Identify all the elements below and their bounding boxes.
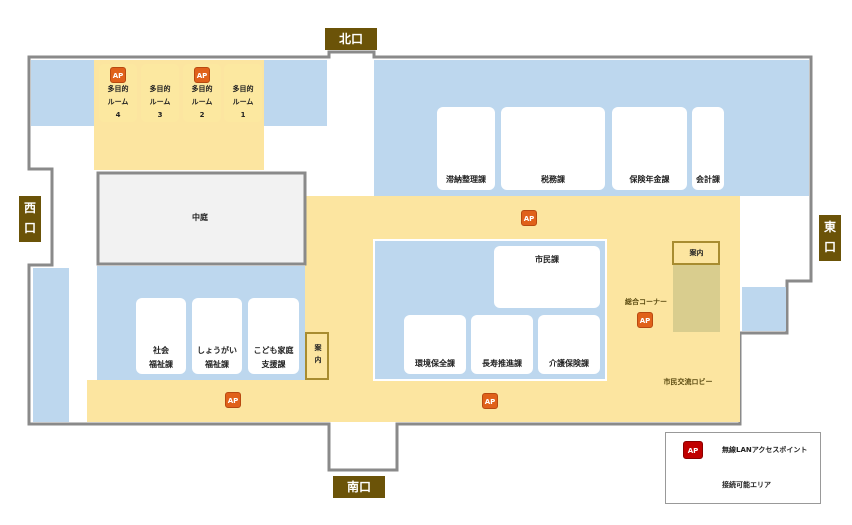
east-entrance-label: 東 口 xyxy=(819,215,841,261)
info-desk-right-label: 案内 xyxy=(689,249,704,257)
meeting-room-number: 1 xyxy=(240,111,246,119)
south-entrance-label: 南口 xyxy=(333,476,385,498)
room-label: 会計課 xyxy=(696,175,720,184)
ap-icon: AP xyxy=(521,210,537,226)
meeting-room-name: 多目的 xyxy=(191,85,213,93)
room-insurance-pension: 保険年金課 xyxy=(612,107,687,190)
meeting-room-type: ルーム xyxy=(107,98,129,106)
room-longevity: 長寿推進課 xyxy=(471,315,533,374)
room-child-family: こども家庭 支援課 xyxy=(248,298,299,374)
ap-icon: AP xyxy=(194,67,210,83)
ap-icon: AP xyxy=(225,392,241,408)
map-legend: AP 無線LANアクセスポイント 接続可能エリア xyxy=(665,432,821,504)
meeting-room-number: 2 xyxy=(199,111,205,119)
courtyard-label: 中庭 xyxy=(192,213,208,222)
room-label: 保険年金課 xyxy=(629,175,670,184)
room-label-line2: 福祉課 xyxy=(205,360,229,369)
courtyard-area xyxy=(96,171,307,266)
room-tax-arrears: 滞納整理課 xyxy=(437,107,495,190)
east-entrance-char1: 東 xyxy=(823,220,836,234)
room-label: 滞納整理課 xyxy=(446,175,486,184)
info-desk-left-char1: 案 xyxy=(314,344,322,352)
room-citizen: 市民課 xyxy=(494,246,600,308)
room-label-line1: 社会 xyxy=(153,346,169,355)
meeting-room-name: 多目的 xyxy=(232,85,254,93)
west-entrance-char1: 西 xyxy=(23,201,36,215)
meeting-room-3: 多目的 ルーム 3 xyxy=(141,64,179,122)
room-tax: 税務課 xyxy=(501,107,605,190)
legend-ap-icon: AP xyxy=(683,441,703,459)
east-entrance-char2: 口 xyxy=(823,240,836,254)
east-small-area xyxy=(742,287,786,331)
room-accounting: 会計課 xyxy=(692,107,724,190)
room-label: 長寿推進課 xyxy=(482,359,522,368)
room-label: 市民課 xyxy=(535,255,559,264)
room-disability-welfare: しょうがい 福祉課 xyxy=(192,298,242,374)
meeting-room-4: AP 多目的 ルーム 4 xyxy=(99,64,137,122)
room-env-insurance: 環境保全課 xyxy=(404,315,466,374)
room-label-line2: 支援課 xyxy=(261,360,286,369)
info-desk-left-box xyxy=(305,332,329,380)
ap-icon: AP xyxy=(110,67,126,83)
info-desk-right-box xyxy=(672,241,720,265)
room-social-welfare: 社会 福祉課 xyxy=(136,298,186,374)
meeting-room-type: ルーム xyxy=(232,98,254,106)
meeting-room-2: AP 多目的 ルーム 2 xyxy=(183,64,221,122)
meeting-room-name: 多目的 xyxy=(107,85,129,93)
room-label-line2: 福祉課 xyxy=(149,360,173,369)
lobby-label: 市民交流ロビー xyxy=(663,378,713,386)
west-entrance-label: 西 口 xyxy=(19,196,41,242)
room-label: 介護保険課 xyxy=(549,359,589,368)
room-label: 税務課 xyxy=(541,175,565,184)
west-entrance-char2: 口 xyxy=(23,221,36,235)
legend-ap-text: 無線LANアクセスポイント xyxy=(722,446,808,454)
info-desk-column xyxy=(673,265,720,332)
info-desk-left-char2: 内 xyxy=(314,356,322,364)
ap-icon: AP xyxy=(482,393,498,409)
ap-icon: AP xyxy=(637,312,653,328)
meeting-room-number: 4 xyxy=(115,111,121,119)
room-label: 環境保全課 xyxy=(415,359,455,368)
west-strip-area xyxy=(33,268,69,422)
room-label-line1: こども家庭 xyxy=(253,346,294,355)
meeting-room-number: 3 xyxy=(157,111,163,119)
meeting-room-name: 多目的 xyxy=(149,85,171,93)
legend-area-text: 接続可能エリア xyxy=(722,481,771,489)
room-care-insurance: 介護保険課 xyxy=(538,315,600,374)
room-label-line1: しょうがい xyxy=(197,346,237,355)
meeting-room-type: ルーム xyxy=(191,98,213,106)
meeting-room-1: 多目的 ルーム 1 xyxy=(224,64,262,122)
north-entrance-label: 北口 xyxy=(325,28,377,50)
meeting-room-type: ルーム xyxy=(149,98,171,106)
general-corner-label: 総合コーナー xyxy=(625,298,667,306)
